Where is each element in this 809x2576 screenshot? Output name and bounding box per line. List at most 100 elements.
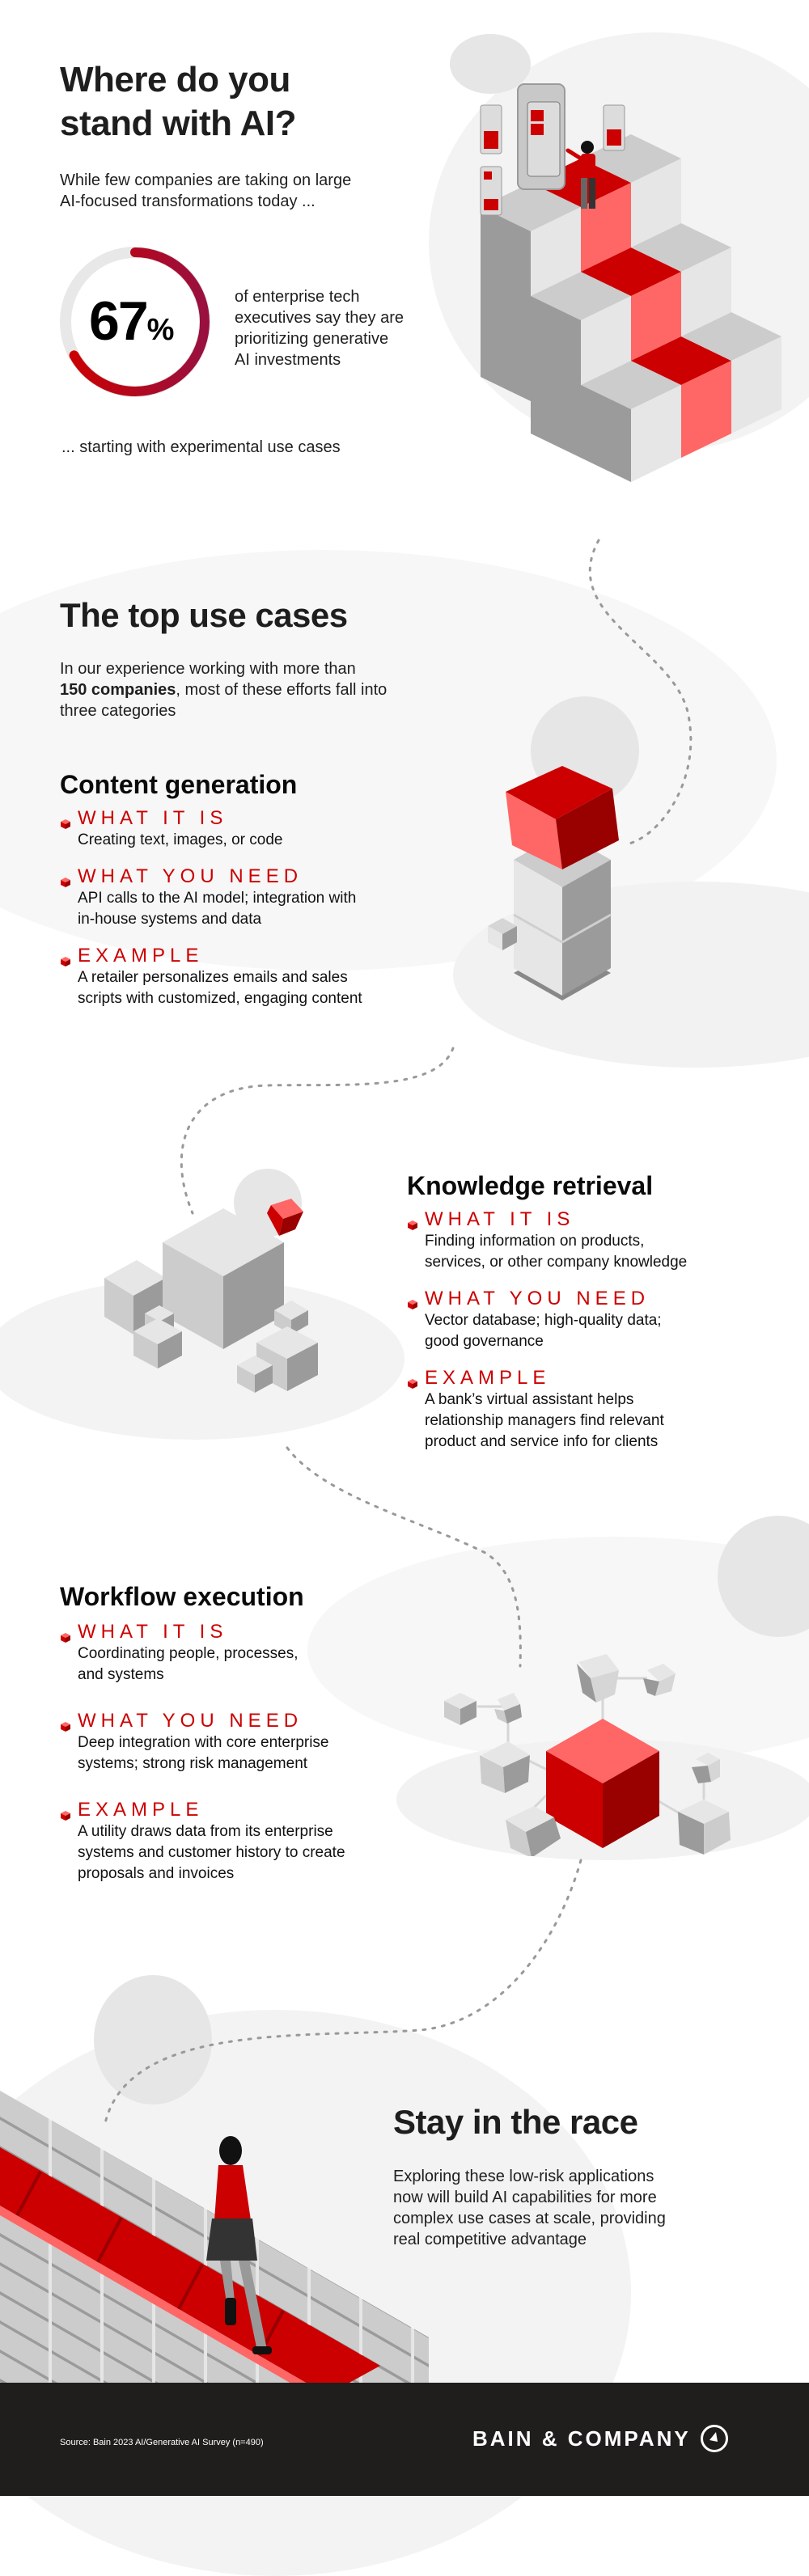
bain-logo[interactable]: BAIN & COMPANY [472,2425,728,2452]
label-text: EXAMPLE [425,1367,551,1389]
text-line: A retailer personalizes emails and sales [78,969,348,986]
text-line: Vector database; high-quality data; [425,1312,662,1329]
example-text: A bank’s virtual assistant helps relatio… [407,1390,795,1453]
footer: Source: Bain 2023 AI/Generative AI Surve… [0,2383,809,2496]
stat-desc-line3: prioritizing generative [235,330,389,348]
use-case-title: Content generation [60,770,298,799]
text-line: Coordinating people, processes, [78,1645,299,1662]
hero-intro-line2: AI-focused transformations today ... [60,192,316,210]
intro-bold-count: 150 companies [60,681,176,699]
hero-title-line2: stand with AI? [60,104,297,143]
connected-cubes-illustration-icon [444,1654,731,1856]
what-it-is-text: Coordinating people, processes, and syst… [60,1643,448,1686]
text-line: product and service info for clients [425,1433,659,1450]
text-line: in-house systems and data [78,911,262,928]
what-it-is-text: Creating text, images, or code [60,830,464,851]
red-cube-bullet-icon [60,813,71,829]
red-cube-bullet-icon [407,1214,418,1230]
red-cube-bullet-icon [407,1293,418,1309]
example-block: EXAMPLE A bank’s virtual assistant helps… [407,1367,795,1453]
text-line: scripts with customized, engaging conten… [78,990,362,1007]
text-line: proposals and invoices [78,1865,235,1882]
what-it-is-label: WHAT IT IS [60,807,464,830]
closing-circle [94,1975,212,2104]
hero-intro: While few companies are taking on large … [60,170,432,212]
staircase-illustration-icon [480,83,781,482]
text-line: API calls to the AI model; integration w… [78,890,357,907]
intro-line1: In our experience working with more than [60,660,356,678]
hero-title: Where do you stand with AI? [60,58,432,146]
example-text: A utility draws data from its enterprise… [60,1821,448,1884]
what-you-need-text: Vector database; high-quality data; good… [407,1310,795,1352]
cube-cluster-illustration-icon [104,1199,318,1393]
stat-unit: % [146,313,175,347]
bain-compass-logo-icon [700,2425,728,2452]
use-case-title: Knowledge retrieval [407,1171,654,1200]
label-text: WHAT IT IS [78,1621,228,1643]
red-cube-bullet-icon [60,950,71,967]
closing-line: real competitive advantage [393,2231,587,2248]
stat-description: of enterprise tech executives say they a… [235,286,445,370]
what-it-is-block: WHAT IT IS Creating text, images, or cod… [60,807,464,851]
what-you-need-block: WHAT YOU NEED Vector database; high-qual… [407,1288,795,1352]
stat-desc-line1: of enterprise tech [235,288,360,306]
what-you-need-text: Deep integration with core enterprise sy… [60,1732,448,1774]
what-you-need-block: WHAT YOU NEED API calls to the AI model;… [60,865,464,930]
text-line: systems; strong risk management [78,1755,308,1772]
stat-number: 67 [89,290,149,352]
intro-line2: 150 companies, most of these efforts fal… [60,679,481,700]
what-you-need-label: WHAT YOU NEED [60,1710,448,1732]
red-cube-bullet-icon [407,1373,418,1389]
top-use-cases-intro: In our experience working with more than… [60,658,481,721]
closing-line: complex use cases at scale, providing [393,2210,666,2227]
text-line: relationship managers find relevant [425,1412,664,1429]
text-line: Finding information on products, [425,1233,645,1250]
top-use-cases-title: The top use cases [60,596,348,634]
red-path-illustration-icon [0,2091,429,2384]
hero-bg-circle [450,34,531,94]
workflow-circle [718,1516,809,1637]
example-text: A retailer personalizes emails and sales… [60,967,464,1009]
label-text: EXAMPLE [78,945,204,967]
use-case-knowledge-retrieval: Knowledge retrieval WHAT IT IS Finding i… [407,1170,795,1467]
text-line: A bank’s virtual assistant helps [425,1391,634,1408]
example-block: EXAMPLE A utility draws data from its en… [60,1799,448,1884]
closing-body: Exploring these low-risk applications no… [393,2166,765,2250]
example-label: EXAMPLE [60,945,464,967]
example-label: EXAMPLE [407,1367,795,1390]
stat-desc-line4: AI investments [235,351,341,369]
hero-intro-line1: While few companies are taking on large [60,171,352,189]
label-text: WHAT YOU NEED [78,1710,303,1732]
what-you-need-text: API calls to the AI model; integration w… [60,888,464,930]
closing-title: Stay in the race [393,2103,638,2141]
what-it-is-label: WHAT IT IS [407,1208,795,1231]
example-label: EXAMPLE [60,1799,448,1821]
label-text: EXAMPLE [78,1799,204,1821]
red-cube-bullet-icon [60,1715,71,1732]
what-you-need-label: WHAT YOU NEED [60,865,464,888]
closing-line: now will build AI capabilities for more [393,2189,657,2206]
intro-line3: three categories [60,702,176,720]
text-line: services, or other company knowledge [425,1254,688,1271]
stacked-cubes-illustration-icon [488,766,619,1000]
stat-ring: 67% [58,245,212,399]
text-line: good governance [425,1333,544,1350]
use-case-workflow-execution: Workflow execution WHAT IT IS Coordinati… [60,1580,448,1899]
brand-name: BAIN & COMPANY [472,2426,691,2451]
label-text: WHAT IT IS [78,807,228,829]
what-it-is-block: WHAT IT IS Coordinating people, processe… [60,1621,448,1686]
red-cube-bullet-icon [60,871,71,887]
label-text: WHAT YOU NEED [425,1288,650,1309]
red-cube-bullet-icon [60,1804,71,1821]
what-you-need-block: WHAT YOU NEED Deep integration with core… [60,1710,448,1774]
example-block: EXAMPLE A retailer personalizes emails a… [60,945,464,1009]
what-you-need-label: WHAT YOU NEED [407,1288,795,1310]
label-text: WHAT YOU NEED [78,865,303,887]
what-it-is-text: Finding information on products, service… [407,1231,795,1273]
text-line: Creating text, images, or code [78,831,283,848]
stat-value: 67% [89,292,174,359]
text-line: systems and customer history to create [78,1844,345,1861]
use-case-title: Workflow execution [60,1582,304,1611]
label-text: WHAT IT IS [425,1208,575,1230]
red-cube-bullet-icon [60,1626,71,1643]
